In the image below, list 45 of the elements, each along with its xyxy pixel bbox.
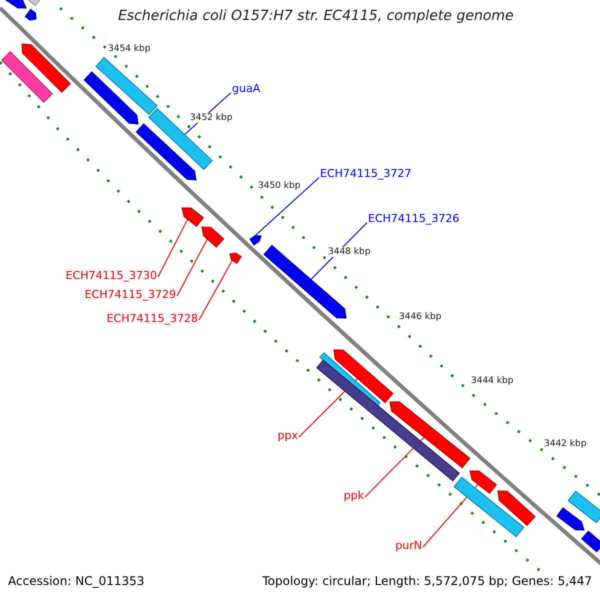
gene-feature — [95, 56, 158, 116]
gene-feature — [497, 490, 536, 526]
scale-label: 3444 kbp — [471, 376, 514, 386]
gene-feature — [556, 507, 585, 531]
gene-feature — [1, 51, 53, 103]
gene-feature — [333, 350, 394, 404]
gene-feature — [469, 470, 498, 494]
gene-feature — [389, 401, 470, 468]
gene-feature — [84, 71, 139, 125]
gene-feature — [136, 123, 197, 181]
gene-feature — [21, 43, 71, 93]
gene-feature — [24, 8, 37, 21]
gene-label: guaA — [232, 83, 260, 96]
gene-feature — [581, 530, 600, 552]
leader-line — [176, 238, 208, 296]
gene-feature — [181, 208, 204, 227]
gene-feature — [316, 360, 460, 482]
leader-line — [158, 218, 188, 278]
gene-feature — [148, 108, 213, 170]
gene-feature — [568, 490, 600, 524]
gene-feature — [249, 234, 262, 246]
gene-feature — [454, 476, 524, 538]
scale-label: 3450 kbp — [258, 181, 300, 192]
gene-label: ppx — [278, 430, 298, 443]
scale-label: 3448 kbp — [328, 247, 370, 258]
leader-line — [198, 260, 233, 320]
gene-label: ppk — [344, 490, 364, 503]
leader-line — [254, 177, 320, 237]
gene-label: ECH74115_3730 — [66, 270, 157, 283]
gene-label: ECH74115_3726 — [368, 213, 460, 226]
gene-label: ECH74115_3728 — [106, 313, 198, 326]
leader-line — [364, 436, 425, 498]
scale-label: 3442 kbp — [544, 439, 586, 450]
scale-label: 3454 kbp — [108, 44, 150, 54]
scale-label: 3452 kbp — [190, 113, 232, 124]
gene-feature — [201, 226, 224, 248]
scale-label: 3446 kbp — [399, 312, 442, 322]
gene-feature — [229, 252, 242, 264]
gene-label: purN — [395, 540, 422, 553]
footer-text: Accession: NC_011353 — [8, 575, 144, 589]
gene-label: ECH74115_3729 — [84, 289, 176, 302]
title: Escherichia coli O157:H7 str. EC4115, complete genome — [118, 8, 514, 24]
gene-feature — [4, 0, 27, 8]
footer-text: Topology: circular; Length: 5,572,075 bp; Genes: 5,447 — [262, 575, 592, 589]
gene-label: ECH74115_3727 — [320, 168, 412, 181]
